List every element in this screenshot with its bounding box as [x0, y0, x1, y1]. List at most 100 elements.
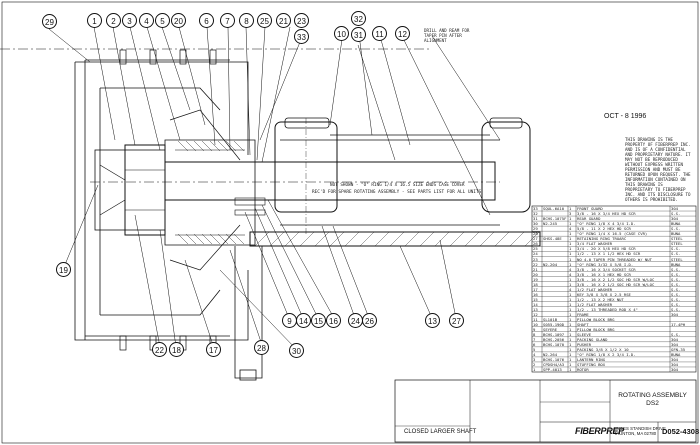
parts-cell-part: BCHS-1070	[543, 342, 565, 348]
parts-cell-desc: 1/2 FLAT WASHER	[577, 286, 613, 292]
parts-cell-qty: 1	[569, 362, 572, 368]
parts-cell-item: 22	[533, 261, 538, 267]
parts-cell-part: N2-245	[543, 221, 558, 227]
drawing-title: ROTATING ASSEMBLY DS2	[610, 392, 695, 408]
parts-cell-mat: S.S.	[671, 211, 681, 217]
parts-cell-item: 6	[533, 342, 536, 348]
parts-cell-part: BCHS-1097	[543, 331, 565, 337]
parts-cell-item: 5	[533, 347, 536, 353]
company-address: WALES STANDISH DRIVE TAUNTON, MA 02780	[614, 426, 666, 436]
parts-cell-qty: 1	[569, 357, 572, 363]
parts-cell-desc: KEY 3/8 X 3/8 X 2.5 RSE	[577, 291, 631, 297]
parts-cell-mat: 304	[671, 216, 679, 222]
balloon-16: 16	[326, 313, 341, 328]
balloon-11: 11	[372, 26, 387, 41]
parts-cell-qty: 1	[569, 306, 572, 312]
parts-cell-item: 32	[533, 211, 538, 217]
parts-cell-mat: 304	[671, 357, 679, 363]
parts-cell-part: SQUL-6A10	[543, 206, 565, 212]
parts-cell-qty: 1	[569, 281, 572, 287]
parts-cell-part: BCHS-2056	[543, 336, 565, 342]
balloon-15: 15	[311, 313, 326, 328]
parts-cell-qty: 1	[569, 367, 572, 373]
parts-cell-qty: 1	[569, 301, 572, 307]
balloon-7: 7	[220, 13, 235, 28]
parts-cell-desc: "O" RING 1/8 X 4 3/4 I.D.	[577, 221, 636, 227]
balloon-5: 5	[155, 13, 170, 28]
parts-cell-qty: 1	[569, 261, 572, 267]
balloon-1: 1	[87, 13, 102, 28]
balloon-18: 18	[169, 342, 184, 357]
parts-cell-mat: STEEL	[671, 256, 683, 262]
balloon-20: 20	[171, 13, 186, 28]
parts-cell-desc: SHAFT	[577, 321, 589, 327]
parts-cell-item: 18	[533, 281, 538, 287]
parts-cell-qty: 1	[569, 342, 572, 348]
drawing-title-line1: ROTATING ASSEMBLY	[618, 392, 687, 399]
parts-cell-item: 7	[533, 336, 536, 342]
parts-cell-mat: BUNA	[671, 261, 681, 267]
parts-cell-qty: 1	[569, 331, 572, 337]
parts-cell-item: 3	[533, 357, 536, 363]
balloon-19: 19	[56, 262, 71, 277]
balloon-29: 29	[42, 14, 57, 29]
parts-cell-qty: 4	[569, 226, 572, 232]
parts-cell-qty: 4	[569, 266, 572, 272]
balloon-10: 10	[334, 26, 349, 41]
balloon-27: 27	[449, 313, 464, 328]
parts-cell-desc: SLEEVE	[577, 331, 592, 337]
balloon-22: 22	[152, 342, 167, 357]
parts-cell-desc: "O" RING 3/32 X 5/8 I.D.	[577, 261, 634, 267]
parts-cell-qty: 1	[569, 316, 572, 322]
parts-cell-qty: 1	[569, 276, 572, 282]
parts-cell-mat: BUNA	[671, 221, 681, 227]
drawing-number: D052-4308	[662, 427, 700, 436]
balloon-32: 32	[351, 11, 366, 26]
parts-cell-item: 4	[533, 352, 536, 358]
drill-note: DRILL AND REAM FOR TAPER PIN AFTER ALIGN…	[424, 28, 470, 43]
parts-cell-desc: "O" RING 1/4 X 16.5 (CASE CVR)	[577, 231, 648, 237]
balloon-31: 31	[351, 27, 366, 42]
balloon-26: 26	[362, 313, 377, 328]
parts-cell-desc: 1/2 - 13 THREADED ROD X 4"	[577, 306, 638, 312]
parts-cell-qty: 1	[569, 251, 572, 257]
parts-cell-desc: FRONT GUARD	[577, 206, 603, 212]
parts-cell-mat: S.S.	[671, 301, 681, 307]
parts-cell-mat: S.S.	[671, 286, 681, 292]
parts-cell-qty: 4	[569, 271, 572, 277]
parts-cell-desc: RETAINING RING TRUARC	[577, 236, 627, 242]
parts-cell-qty: 1	[569, 326, 572, 332]
parts-cell-mat: S.S.	[671, 281, 681, 287]
parts-cell-mat: 304	[671, 362, 679, 368]
parts-cell-mat: 304	[671, 311, 679, 317]
parts-cell-item: 20	[533, 271, 538, 277]
parts-cell-item: 19	[533, 276, 538, 282]
parts-cell-part: CPDSH4/A3	[543, 362, 565, 368]
not-shown-note: NOT SHOWN - "O" RING 1/4 X 16.5 SIZE END…	[330, 183, 465, 188]
parts-cell-desc: 3/8 - 16 X 1 HEX HD SCR	[577, 271, 631, 277]
parts-cell-item: 30	[533, 221, 538, 227]
parts-cell-desc: LANTERN RING	[577, 357, 606, 363]
parts-cell-item: 9	[533, 326, 536, 332]
parts-cell-desc: 3/8 - 16 X 2 1/2 SOC HD SCR W/LOC	[577, 276, 655, 282]
parts-cell-qty: 1	[569, 206, 572, 212]
parts-cell-mat: S.S.	[671, 296, 681, 302]
balloon-30: 30	[289, 343, 304, 358]
company-logo: FIBERPREP	[575, 426, 624, 436]
parts-cell-mat: S.S.	[671, 276, 681, 282]
parts-cell-qty: 1	[569, 236, 572, 242]
address-line1: WALES STANDISH DRIVE	[614, 426, 666, 431]
parts-cell-mat: S.S.	[671, 291, 681, 297]
parts-cell-item: 28	[533, 231, 538, 237]
parts-cell-item: 17	[533, 286, 538, 292]
parts-cell-part: BCHS-1075F	[543, 216, 567, 222]
balloon-17: 17	[206, 342, 221, 357]
parts-cell-qty: 1	[569, 321, 572, 327]
parts-cell-desc: 3/4 - 20 X 5/8 HEX HD SCR	[577, 246, 636, 252]
parts-cell-desc: 3/8 - 16 X 3/4 SOCKET SCR	[577, 266, 636, 272]
balloon-28: 28	[254, 340, 269, 355]
parts-cell-mat: S.S.	[671, 251, 681, 257]
parts-cell-part: SPP-4013	[543, 367, 562, 373]
